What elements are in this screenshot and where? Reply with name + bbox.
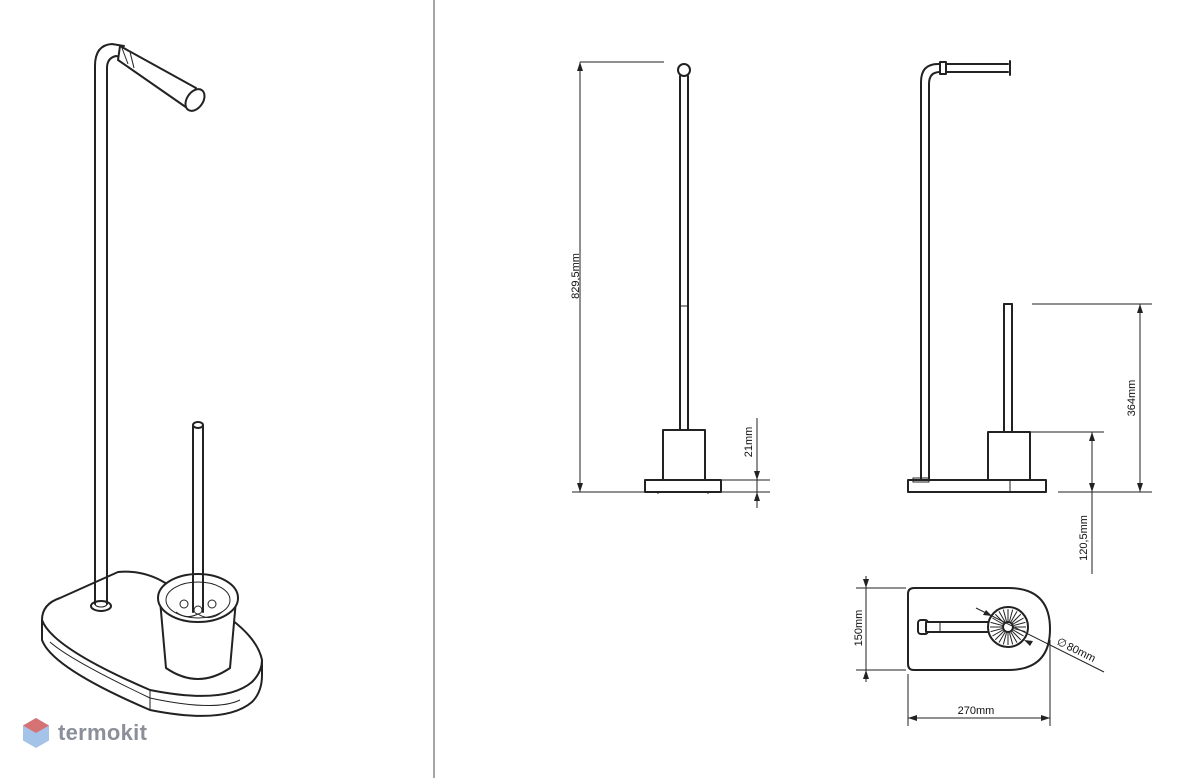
brand-name: termokit bbox=[58, 720, 148, 745]
dim-holder-diameter: 80mm bbox=[1065, 641, 1098, 665]
dim-base-width: 270mm bbox=[958, 705, 995, 717]
brush-bristles bbox=[990, 609, 1026, 645]
top-view bbox=[856, 576, 1105, 726]
brand-hexagon-icon bbox=[23, 718, 49, 748]
dim-base-thickness: 21mm bbox=[743, 427, 755, 458]
dim-base-depth: 150mm bbox=[853, 610, 865, 647]
brand-logo: termokit bbox=[22, 712, 147, 754]
dim-total-height: 829,5mm bbox=[570, 253, 582, 299]
front-view bbox=[572, 61, 770, 508]
side-view bbox=[907, 60, 1152, 574]
dim-diameter-symbol: ∅ bbox=[1055, 636, 1069, 651]
dim-brush-height: 364mm bbox=[1126, 380, 1138, 417]
isometric-view bbox=[41, 43, 263, 717]
dim-holder-height: 120,5mm bbox=[1078, 515, 1090, 561]
